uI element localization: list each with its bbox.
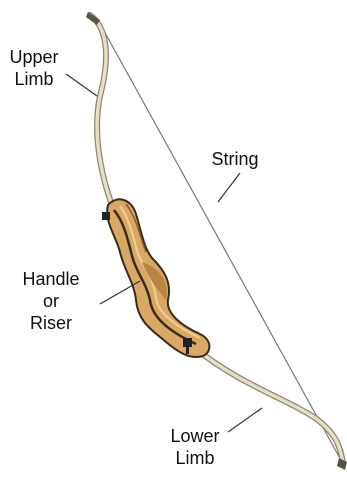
upper-limb-leader bbox=[66, 74, 97, 96]
riser bbox=[102, 199, 209, 357]
handle-label: Handle or Riser bbox=[14, 268, 88, 334]
lower-limb-leader bbox=[228, 408, 262, 432]
string-label: String bbox=[203, 148, 267, 170]
lower-bushing-stem bbox=[186, 346, 189, 354]
upper-limb-label: Upper Limb bbox=[2, 46, 66, 90]
handle-label-line1: Handle bbox=[14, 268, 88, 290]
string-leader bbox=[218, 173, 240, 202]
handle-label-line2: or bbox=[14, 290, 88, 312]
lower-limb-label: Lower Limb bbox=[163, 425, 227, 469]
upper-limb-label-line2: Limb bbox=[2, 68, 66, 90]
handle-label-line3: Riser bbox=[14, 312, 88, 334]
upper-limb-label-line1: Upper bbox=[2, 46, 66, 68]
lower-limb-label-line1: Lower bbox=[163, 425, 227, 447]
upper-limb bbox=[86, 12, 113, 208]
lower-limb-label-line2: Limb bbox=[163, 447, 227, 469]
lower-bushing bbox=[183, 338, 192, 347]
upper-bushing bbox=[102, 212, 110, 220]
